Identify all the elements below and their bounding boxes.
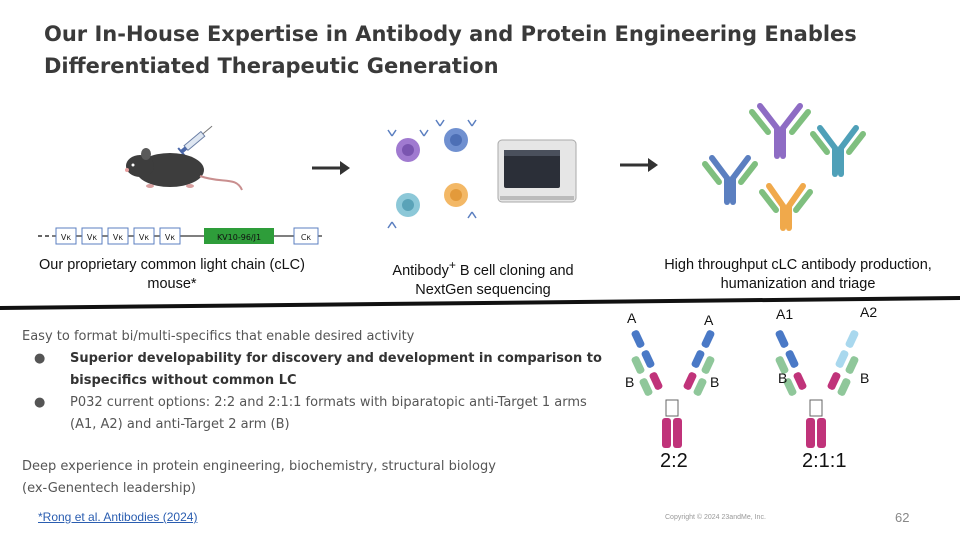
bullet-text: P032 current options: 2:2 and 2:1:1 form… <box>70 395 587 410</box>
caption-line: Our proprietary common light chain (cLC) <box>39 257 305 273</box>
bullet-symbol: ● <box>34 351 46 366</box>
format-ratio: 2:2 <box>660 450 688 472</box>
experience-text: (ex-Genentech leadership) <box>22 481 196 496</box>
caption-line: humanization and triage <box>720 276 876 292</box>
gene-segment: Vκ <box>165 233 175 242</box>
gene-highlight: KV10-96/J1 <box>217 233 261 242</box>
bullet-item: ● Superior developability for discovery … <box>22 348 602 392</box>
bullet-item: ● P032 current options: 2:2 and 2:1:1 fo… <box>22 392 602 436</box>
arrow-right-icon <box>620 158 658 172</box>
format-label: A <box>627 310 637 326</box>
bullet-text: bispecifics without common LC <box>70 373 297 388</box>
format-label: A2 <box>860 304 878 320</box>
gene-segment: Vκ <box>87 233 97 242</box>
gene-map: Vκ Vκ Vκ Vκ Vκ KV10-96/J1 Cκ <box>38 227 322 245</box>
format-label: B <box>710 374 720 390</box>
format-2-2-diagram <box>631 330 715 448</box>
format-2-1-1-diagram <box>775 330 859 448</box>
gene-segment: Vκ <box>113 233 123 242</box>
page-title: Our In-House Expertise in Antibody and P… <box>44 22 857 78</box>
step-caption-bcell: Antibody+ B cell cloning and NextGen seq… <box>364 256 602 300</box>
divider <box>0 296 960 310</box>
syringe-icon <box>177 125 213 157</box>
format-label: B <box>860 370 870 386</box>
format-label: B <box>625 374 635 390</box>
intro-text: Easy to format bi/multi-specifics that e… <box>22 329 415 344</box>
caption-line: Antibody+ B cell cloning and <box>364 256 602 281</box>
caption-prefix: Antibody <box>392 262 449 279</box>
format-ratio: 2:1:1 <box>802 450 847 472</box>
caption-line: High throughput cLC antibody production, <box>664 257 932 273</box>
sequencer-icon <box>497 139 577 203</box>
format-label: A1 <box>776 306 794 322</box>
copyright-text: Copyright © 2024 23andMe, Inc. <box>665 514 766 521</box>
step-caption-mouse: Our proprietary common light chain (cLC)… <box>14 256 330 294</box>
mouse-icon <box>125 148 243 191</box>
bullet-text: Superior developability for discovery an… <box>70 351 602 366</box>
bullet-text: (A1, A2) and anti-Target 2 arm (B) <box>70 417 290 432</box>
body-section: Easy to format bi/multi-specifics that e… <box>22 326 602 500</box>
gene-segment: Vκ <box>61 233 71 242</box>
arrow-right-icon <box>312 161 350 175</box>
bullet-symbol: ● <box>34 395 46 410</box>
caption-text: B cell cloning and <box>455 262 574 279</box>
step-caption-production: High throughput cLC antibody production,… <box>640 256 956 294</box>
page-number: 62 <box>895 510 910 525</box>
caption-line: mouse* <box>147 276 197 292</box>
footnote-link[interactable]: *Rong et al. Antibodies (2024) <box>38 510 198 524</box>
gene-constant: Cκ <box>301 233 312 242</box>
gene-segment: Vκ <box>139 233 149 242</box>
caption-line: NextGen sequencing <box>415 281 551 298</box>
caption-superscript: + <box>448 258 456 272</box>
format-label: B <box>778 370 788 386</box>
b-cell-icon <box>387 119 477 229</box>
antibody-icon <box>702 103 866 231</box>
format-label: A <box>704 312 714 328</box>
experience-text: Deep experience in protein engineering, … <box>22 459 496 474</box>
